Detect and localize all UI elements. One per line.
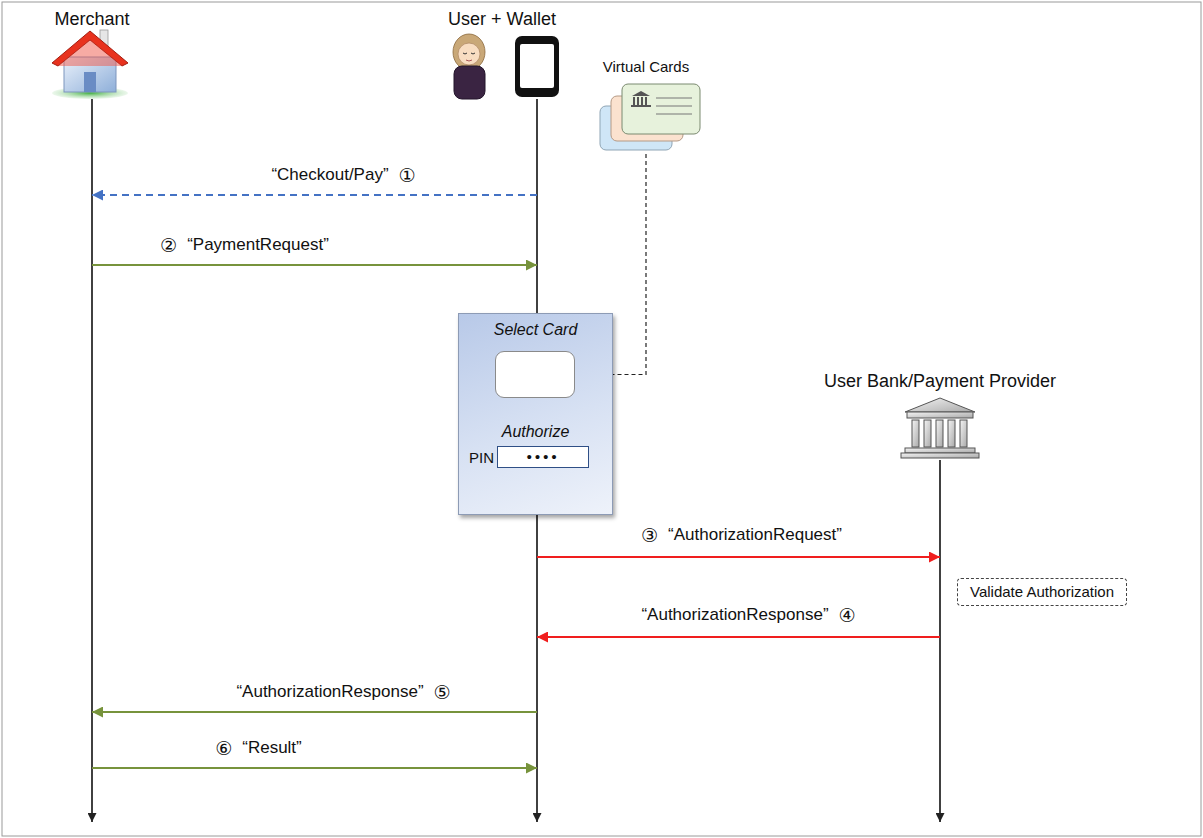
callout-number: ② xyxy=(160,234,177,256)
callout-number: ③ xyxy=(641,524,658,546)
virtual-cards: Virtual Cards xyxy=(585,58,707,154)
callout-number: ⑥ xyxy=(215,737,232,759)
node-label: Virtual Cards xyxy=(585,58,707,76)
actor-user-wallet: User + Wallet xyxy=(432,6,572,99)
message-label: “AuthorizationResponse” xyxy=(641,604,828,626)
phone-icon xyxy=(515,36,559,97)
node-label: User Bank/Payment Provider xyxy=(817,368,1064,392)
message-label: “Result” xyxy=(242,737,302,759)
message-arrow xyxy=(92,194,537,196)
node-label: User + Wallet xyxy=(432,6,572,30)
message-label: “Checkout/Pay” xyxy=(271,164,388,186)
actor-bank: User Bank/Payment Provider xyxy=(817,368,1064,460)
node-label: •••• xyxy=(498,447,588,467)
callout-number: ④ xyxy=(839,604,856,626)
message-label: “AuthorizationRequest” xyxy=(668,524,842,546)
node-label: Validate Authorization xyxy=(970,583,1114,601)
message-arrow xyxy=(92,711,537,713)
wallet-dialog: Select CardAuthorizePIN•••• xyxy=(458,313,613,515)
lifelines xyxy=(92,99,940,822)
dialog-text: Authorize xyxy=(459,422,612,442)
card-slot xyxy=(495,351,575,398)
message-label: “AuthorizationResponse” xyxy=(236,681,423,703)
house-icon xyxy=(52,30,128,99)
dialog-text: Select Card xyxy=(459,314,612,340)
bank-icon xyxy=(901,398,979,458)
node-label: Merchant xyxy=(40,6,144,30)
message-arrow xyxy=(537,556,940,558)
user-figure xyxy=(453,34,485,99)
actor-merchant: Merchant xyxy=(40,6,144,98)
note-box: Validate Authorization xyxy=(957,578,1127,606)
message-arrow xyxy=(92,264,537,266)
callout-number: ⑤ xyxy=(434,681,451,703)
pin-field: •••• xyxy=(497,446,589,468)
message-label: “PaymentRequest” xyxy=(187,234,329,256)
cards-icon xyxy=(600,84,700,150)
callout-number: ① xyxy=(399,164,416,186)
message-arrow xyxy=(537,636,940,638)
message-arrow xyxy=(92,767,537,769)
